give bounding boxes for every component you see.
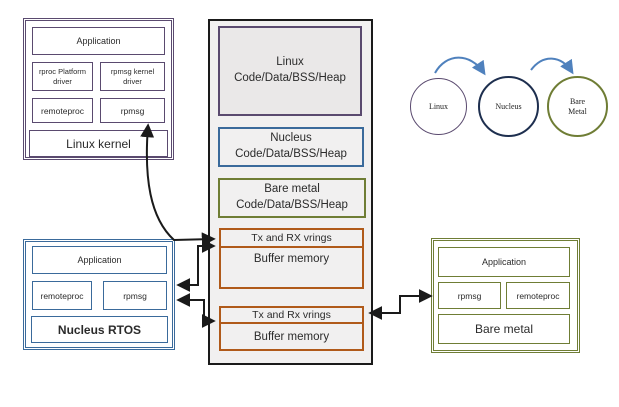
linux-memory-line1: Linux	[276, 56, 304, 69]
bare-metal-memory-line2: Code/Data/BSS/Heap	[236, 199, 348, 211]
buffer2-label: Buffer memory	[253, 330, 330, 343]
linux-kernel-label: Linux kernel	[66, 136, 131, 151]
nucleus-rtos-label: Nucleus RTOS	[57, 322, 142, 337]
linux-rpmsg-box: rpmsg	[100, 98, 165, 123]
vrings1-header: Tx and RX vrings	[221, 230, 362, 248]
nucleus-remoteproc-box: remoteproc	[32, 281, 92, 310]
boot-arrow-nucleus-to-bare-metal	[530, 57, 574, 75]
nucleus-memory-line2: Code/Data/BSS/Heap	[235, 148, 347, 160]
nucleus-circle: Nucleus	[478, 76, 539, 137]
bare-metal-rpmsg-label: rpmsg	[457, 290, 482, 301]
linux-remoteproc-label: remoteproc	[41, 105, 84, 116]
linux-kernel-box: Linux kernel	[29, 130, 168, 157]
buffer1-label: Buffer memory	[253, 253, 330, 265]
rproc-platform-driver-label: rproc Platform driver	[38, 67, 87, 86]
nucleus-application-box: Application	[32, 246, 167, 274]
linux-memory-region: Linux Code/Data/BSS/Heap	[218, 26, 362, 116]
vrings2-label: Tx and Rx vrings	[252, 309, 331, 321]
bare-metal-os-label: Bare metal	[474, 322, 534, 336]
buffer1-area: Buffer memory	[221, 248, 362, 287]
boot-arrow-linux-to-nucleus	[434, 56, 486, 76]
nucleus-rtos-box: Nucleus RTOS	[31, 316, 168, 343]
vrings1-label: Tx and RX vrings	[251, 232, 332, 244]
connector-vrings2-to-bare-metal-rpmsg	[368, 289, 433, 320]
bare-metal-rpmsg-box: rpmsg	[438, 282, 501, 309]
nucleus-remoteproc-label: remoteproc	[40, 290, 84, 301]
linux-rpmsg-label: rpmsg	[120, 105, 145, 116]
bare-metal-memory-line1: Bare metal	[264, 183, 320, 196]
vring-region-1: Tx and RX vrings Buffer memory	[219, 228, 364, 289]
linux-circle: Linux	[410, 78, 467, 135]
rproc-platform-driver-box: rproc Platform driver	[32, 62, 93, 91]
bare-metal-remoteproc-label: remoteproc	[516, 290, 560, 301]
rpmsg-kernel-driver-label: rpmsg kernel driver	[110, 67, 155, 86]
rpmsg-kernel-driver-box: rpmsg kernel driver	[100, 62, 165, 91]
nucleus-circle-label: Nucleus	[495, 101, 522, 111]
nucleus-memory-region: Nucleus Code/Data/BSS/Heap	[218, 127, 364, 167]
buffer2-area: Buffer memory	[221, 324, 362, 349]
nucleus-application-label: Application	[77, 255, 122, 265]
nucleus-stack-group: Application remoteproc rpmsg Nucleus RTO…	[23, 239, 175, 350]
bare-metal-circle: Bare Metal	[547, 76, 608, 137]
linux-application-box: Application	[32, 27, 165, 55]
linux-memory-line2: Code/Data/BSS/Heap	[234, 72, 346, 84]
linux-circle-label: Linux	[428, 101, 449, 111]
bare-metal-os-box: Bare metal	[438, 314, 570, 344]
linux-remoteproc-box: remoteproc	[32, 98, 93, 123]
linux-application-label: Application	[76, 36, 121, 46]
shared-memory-column: Linux Code/Data/BSS/Heap Nucleus Code/Da…	[208, 19, 373, 365]
bare-metal-application-box: Application	[438, 247, 570, 277]
vrings2-header: Tx and Rx vrings	[221, 308, 362, 324]
nucleus-memory-line1: Nucleus	[270, 132, 312, 145]
nucleus-rpmsg-label: rpmsg	[123, 290, 147, 301]
linux-stack-group: Application rproc Platform driver rpmsg …	[23, 18, 174, 160]
vring-region-2: Tx and Rx vrings Buffer memory	[219, 306, 364, 351]
bare-metal-remoteproc-box: remoteproc	[506, 282, 570, 309]
nucleus-rpmsg-box: rpmsg	[103, 281, 167, 310]
bare-metal-stack-group: Application rpmsg remoteproc Bare metal	[431, 238, 580, 353]
bare-metal-circle-label: Bare Metal	[568, 97, 587, 116]
bare-metal-memory-region: Bare metal Code/Data/BSS/Heap	[218, 178, 366, 218]
bare-metal-application-label: Application	[481, 257, 527, 267]
